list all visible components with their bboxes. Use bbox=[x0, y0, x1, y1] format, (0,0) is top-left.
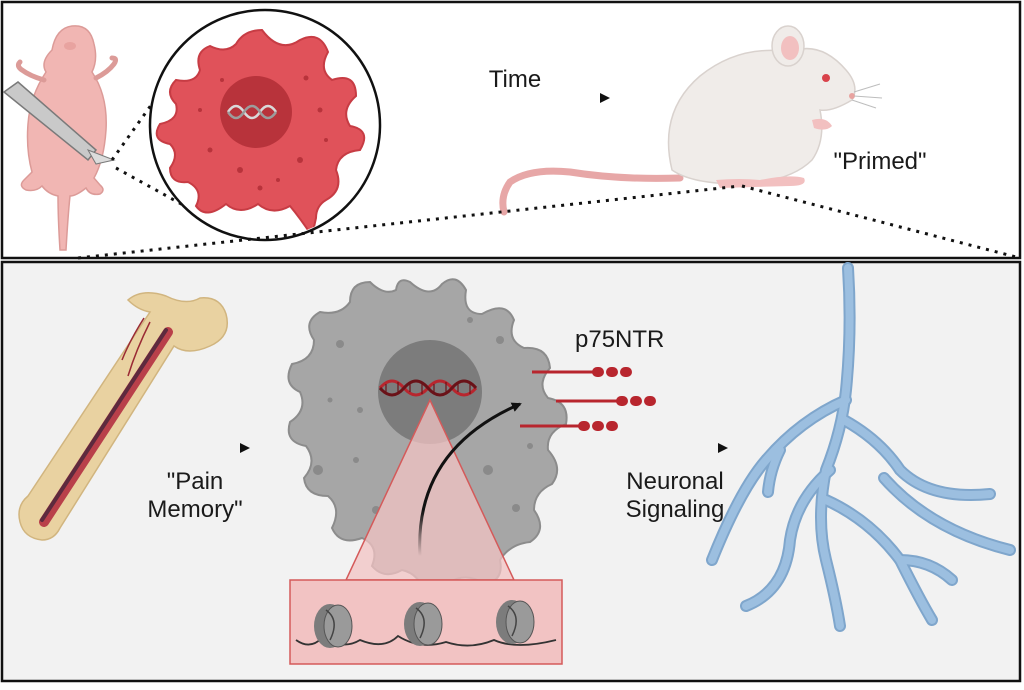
scalpel-icon bbox=[2, 81, 116, 165]
adult-mouse bbox=[499, 25, 883, 216]
time-label: Time bbox=[488, 66, 542, 93]
red-immune-cell bbox=[155, 28, 366, 238]
nucleosome-icon bbox=[496, 600, 535, 644]
p75ntr-receptor-icon bbox=[520, 421, 618, 431]
expression-arrow bbox=[418, 402, 522, 557]
nucleosome-icon bbox=[314, 604, 353, 648]
dna-helix-icon bbox=[378, 379, 478, 397]
bone-marrow-femur bbox=[18, 292, 228, 541]
neuron-icon bbox=[706, 262, 1016, 632]
zoom-line-left bbox=[77, 184, 741, 260]
p75ntr-label: p75NTR bbox=[575, 326, 665, 353]
neuronal-signaling-label: Neuronal Signaling bbox=[625, 468, 725, 523]
pain-memory-label: "Pain Memory" bbox=[147, 468, 243, 523]
zoom-line-right bbox=[741, 184, 1021, 260]
p75ntr-receptor-icon bbox=[556, 396, 656, 406]
p75ntr-receptor-icon bbox=[532, 367, 632, 377]
nucleosome-icon bbox=[404, 602, 443, 646]
primed-label: "Primed" bbox=[833, 148, 927, 175]
